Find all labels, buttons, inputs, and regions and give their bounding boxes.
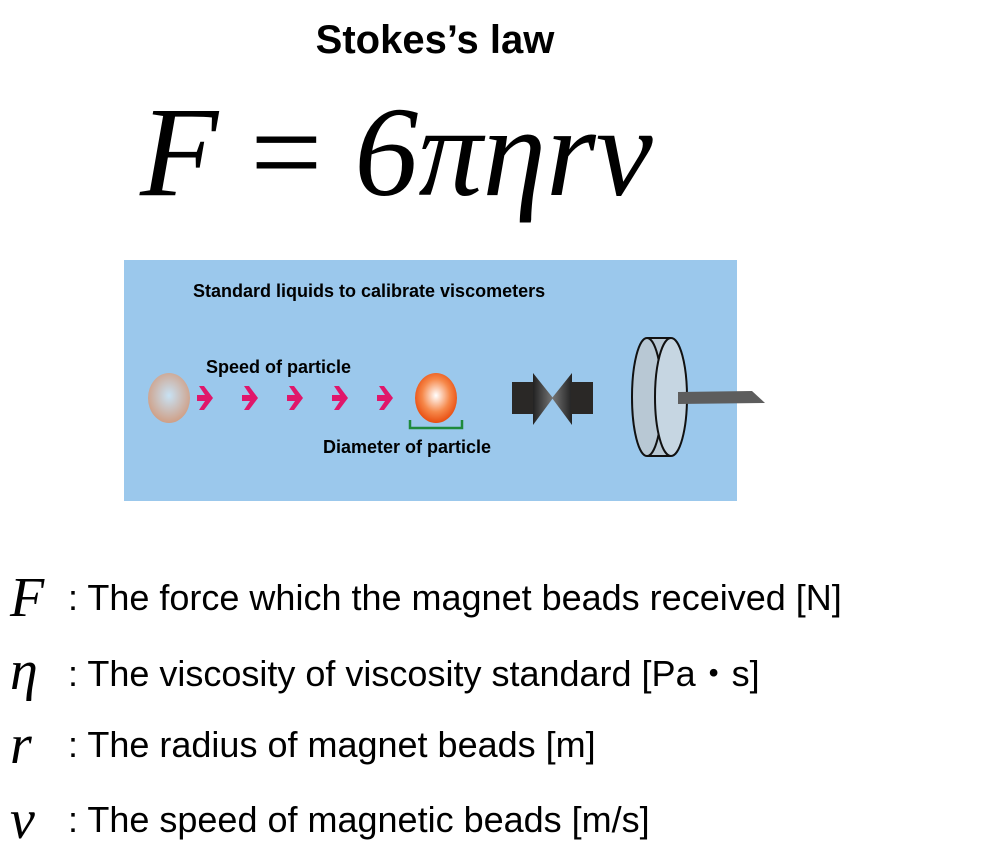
arrow-icon [197,386,213,410]
particle-start [148,373,190,423]
magnet-icon [512,373,593,425]
definition-viscosity: η : The viscosity of viscosity standard … [10,636,760,706]
diagram-heading: Standard liquids to calibrate viscometer… [193,281,545,301]
stokes-formula: F = 6πηrv [140,88,653,216]
formula-equals: = [218,81,355,223]
definition-text: : The radius of magnet beads [m] [68,724,596,765]
symbol-radius: r [10,714,32,776]
rotor-disc-icon [631,337,765,457]
definition-text: : The speed of magnetic beads [m/s] [68,799,650,840]
definition-force: F : The force which the magnet beads rec… [10,563,842,633]
formula-lhs: F [140,81,219,223]
diameter-bracket [408,420,464,430]
diameter-label: Diameter of particle [323,437,491,457]
formula-rhs: 6πηrv [354,81,653,223]
symbol-force: F [10,567,45,629]
speed-arrows [197,386,393,410]
definition-text: : The viscosity of viscosity standard [P… [68,653,760,694]
definition-speed: v : The speed of magnetic beads [m/s] [10,785,650,855]
symbol-speed: v [10,789,35,851]
definition-radius: r : The radius of magnet beads [m] [10,710,596,780]
symbol-viscosity: η [10,640,38,702]
particle [415,373,457,423]
arrow-icon [377,386,393,410]
arrow-icon [332,386,348,410]
arrow-icon [242,386,258,410]
speed-label: Speed of particle [206,357,351,377]
definition-text: : The force which the magnet beads recei… [68,577,842,618]
page-title: Stokes’s law [315,18,555,62]
arrow-icon [287,386,303,410]
